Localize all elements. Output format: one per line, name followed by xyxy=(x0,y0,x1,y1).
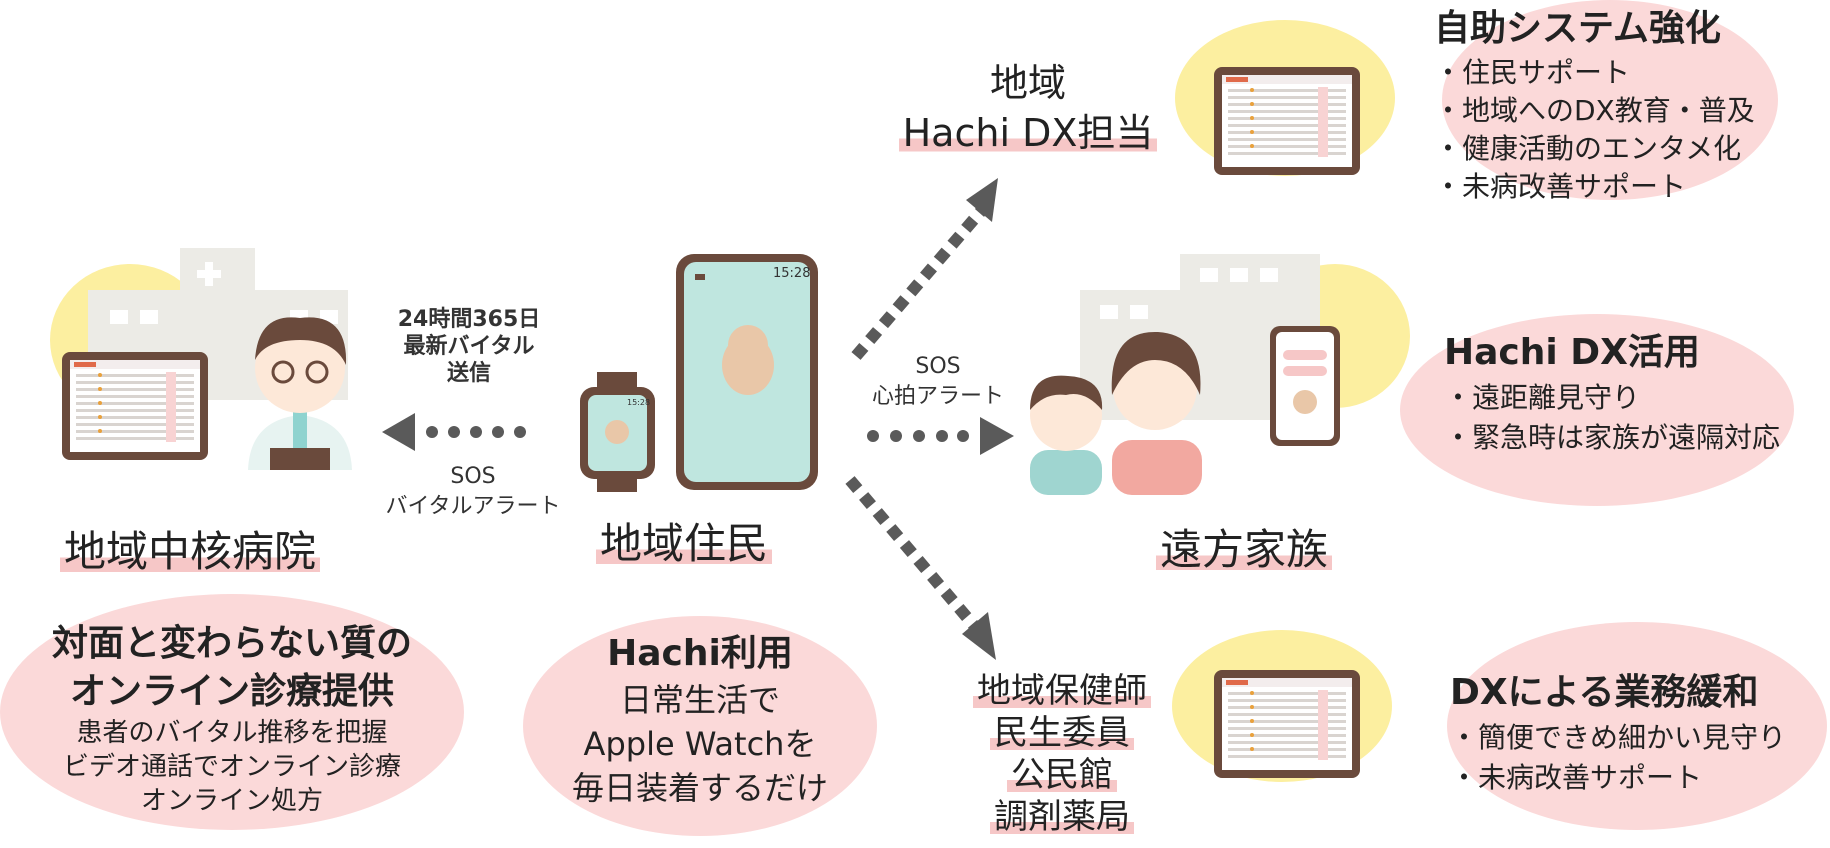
family-phone-icon xyxy=(1270,326,1340,446)
smartphone-icon xyxy=(676,254,818,490)
hospital-box-line: ビデオ通話でオンライン診療 xyxy=(62,752,401,782)
dx-box-item: ・住民サポート xyxy=(1434,56,1631,89)
family-box-blob xyxy=(1400,314,1794,506)
health-box-title: DXによる業務緩和 xyxy=(1450,672,1759,713)
dx-box-item: ・健康活動のエンタメ化 xyxy=(1434,132,1742,165)
hospital-box-line: オンライン処方 xyxy=(140,786,323,816)
arrow-to-hospital xyxy=(382,413,526,451)
dx-box-title: 自助システム強化 xyxy=(1434,8,1721,49)
family-info-box: Hachi DX活用 ・遠距離見守り ・緊急時は家族が遠隔対応 xyxy=(1444,328,1830,458)
arrow-caption-heart-alert: SOS 心拍アラート xyxy=(871,354,1004,409)
resident-box-line: Apple Watchを xyxy=(583,725,817,763)
doctor-icon xyxy=(248,317,352,470)
resident-box-blob xyxy=(523,616,877,836)
dx-staff-line1: 地域 xyxy=(989,61,1066,105)
dx-staff-line2: Hachi DX担当 xyxy=(898,108,1158,158)
health-box-blob xyxy=(1447,622,1827,830)
arrow-to-dx-staff xyxy=(851,178,998,360)
health-item-minsei: 民生委員 xyxy=(990,713,1134,753)
hospital-label: 地域中核病院 xyxy=(60,518,321,579)
hospital-box-blob xyxy=(0,594,464,830)
dx-tablet-icon xyxy=(1214,67,1360,175)
family-label: 遠方家族 xyxy=(1156,516,1333,577)
hospital-tablet-icon xyxy=(62,352,208,460)
family-box-title: Hachi DX活用 xyxy=(1444,332,1700,373)
family-people-icon xyxy=(1030,331,1202,495)
health-tablet-icon xyxy=(1214,670,1360,778)
dx-info-box: 自助システム強化 ・住民サポート ・地域へのDX教育・普及 ・健康活動のエンタメ… xyxy=(1434,4,1814,206)
arrow-caption-vital-alert: SOS バイタルアラート xyxy=(385,464,561,519)
arrow-to-health xyxy=(845,476,996,660)
health-box-item: ・未病改善サポート xyxy=(1450,761,1703,794)
dx-staff-label: 地域 Hachi DX担当 xyxy=(898,58,1158,158)
hospital-box-title1: 対面と変わらない質の xyxy=(51,623,412,664)
arrow-caption-vital-send: 24時間365日 最新バイタル 送信 xyxy=(397,307,541,386)
family-box-item: ・遠距離見守り xyxy=(1444,381,1641,414)
apple-watch-icon xyxy=(580,372,655,492)
health-item-yakkyoku: 調剤薬局 xyxy=(990,797,1134,837)
health-label-list: 地域保健師 民生委員 公民館 調剤薬局 xyxy=(962,670,1162,838)
resident-info-box: Hachi利用 日常生活で Apple Watchを 毎日装着するだけ xyxy=(523,630,877,810)
health-info-box: DXによる業務緩和 ・簡便できめ細かい見守り ・未病改善サポート xyxy=(1450,668,1828,798)
dx-box-item: ・未病改善サポート xyxy=(1434,170,1687,203)
health-item-kominkan: 公民館 xyxy=(1007,755,1117,795)
watch-time: 15:28 xyxy=(627,398,651,407)
resident-box-line: 日常生活で xyxy=(619,681,780,719)
hospital-info-box: 対面と変わらない質の オンライン診療提供 患者のバイタル推移を把握 ビデオ通話で… xyxy=(0,620,464,818)
hospital-box-line: 患者のバイタル推移を把握 xyxy=(76,718,388,748)
health-item-hokenshi: 地域保健師 xyxy=(973,671,1151,711)
dx-box-item: ・地域へのDX教育・普及 xyxy=(1434,94,1755,127)
dx-box-blob xyxy=(1442,0,1778,200)
health-box-item: ・簡便できめ細かい見守り xyxy=(1450,721,1787,754)
resident-box-line: 毎日装着するだけ xyxy=(571,769,828,807)
family-box-item: ・緊急時は家族が遠隔対応 xyxy=(1444,421,1781,454)
hospital-box-title2: オンライン診療提供 xyxy=(69,671,394,712)
phone-time: 15:28 xyxy=(773,266,811,281)
resident-box-title: Hachi利用 xyxy=(607,633,793,674)
arrow-to-family xyxy=(867,417,1014,455)
resident-label: 地域住民 xyxy=(596,510,773,571)
